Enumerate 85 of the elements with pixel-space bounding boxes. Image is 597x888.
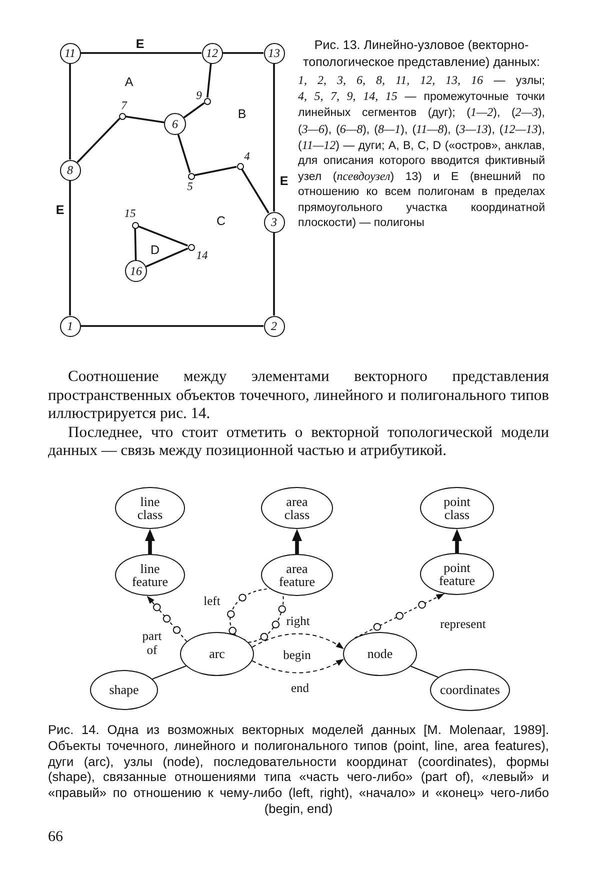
node-circle (60, 316, 80, 336)
dashed-arrow (252, 633, 344, 650)
node-circle (60, 160, 80, 180)
segment-line (134, 228, 137, 260)
segment-line (76, 118, 120, 164)
node-number: 2 (271, 320, 277, 332)
node-number: 1 (67, 320, 73, 332)
vertex-point (236, 162, 244, 170)
vertex-point (118, 112, 126, 120)
segment-line (194, 166, 237, 176)
node-label: area feature (278, 562, 316, 588)
polygon-label: B (238, 107, 246, 121)
body-paragraph: Последнее, что стоит отметить о векторной топологической модели данных — связь между позиционной частью и атрибутикой. (48, 424, 549, 460)
polygon-label: A (124, 75, 134, 89)
vertex-point (204, 98, 210, 104)
node-label: line feature (132, 562, 168, 588)
node-number: 3 (271, 216, 277, 228)
page-number: 66 (48, 828, 63, 846)
node-number: 16 (130, 265, 142, 277)
point-number: 4 (244, 151, 250, 163)
thick-arrow (292, 529, 302, 554)
segment-line (177, 134, 191, 173)
entity-ellipse (430, 669, 510, 711)
polygon-label: E (136, 37, 144, 51)
vertex-point (188, 244, 194, 250)
node-number: 13 (268, 47, 280, 59)
segment-line (273, 64, 275, 212)
edge-label: end (290, 681, 310, 695)
segment-line (206, 63, 212, 98)
segment-line (273, 232, 275, 316)
connector-line (152, 665, 186, 680)
thick-arrow (452, 529, 462, 553)
node-circle (164, 113, 186, 135)
node-circle (125, 260, 147, 282)
node-circle (264, 212, 284, 232)
node-number: 6 (172, 118, 178, 130)
segment-line (69, 180, 71, 316)
vertex-point (188, 172, 194, 180)
connector-line (410, 666, 438, 678)
figure-caption: Рис. 13. Линейно-узловое (векторно-топологическое представление) данных: (302, 37, 541, 70)
node-label: arc (209, 647, 225, 661)
node-label: area class (284, 494, 310, 522)
node-number: 11 (64, 47, 76, 59)
segment-line (125, 116, 164, 124)
segment-line (138, 225, 188, 247)
segment-line (241, 168, 270, 214)
vertex-point (132, 222, 138, 228)
segment-line (146, 248, 188, 268)
node-label: line class (137, 494, 163, 522)
edge-label: left (202, 594, 222, 608)
node-label: point class (444, 494, 470, 522)
caption-text: 1, 2, 3, 6, 8, 11, 12, 13, 16 — узлы; 4, 5, 7, 9, 14, 15 — промежуточные точки линейных сегментов (дуг); (1—2), (2—3), (3—6), (6—8), (8—1), (11—8), (3—13), (12—13), (11—12) — дуги; A, B, C, D («остров», анклав, для описания которого вводится фиктивный узел (псевдоузел) 13) и E (внешний по отношению ко всем полигонам в пределах прямоугольного участка координатной плоскости) — полигоны (298, 73, 545, 231)
segment-line (80, 325, 264, 327)
figure-caption: Рис. 14. Одна из возможных векторных моделей данных [M. Molenaar, 1989]. Объекты точечного, линейного и полигонального типов (point, line, area features), дуги (arc), узлы (node), последовательности координат (coordinates), формы (shape), связанные отношениями типа «часть чего-либо» (part of), «левый» и «правый» по отношению к чему-либо (left, right), «начало» и «конец» чего-либо (begin, end) (48, 722, 549, 817)
node-circle (264, 42, 284, 64)
point-number: 5 (187, 181, 193, 193)
point-number: 14 (196, 250, 208, 262)
point-number: 15 (124, 208, 136, 220)
entity-ellipse (180, 632, 254, 676)
node-number: 8 (67, 164, 73, 176)
polygon-label: E (56, 203, 64, 217)
node-label: shape (109, 683, 139, 697)
segment-line (222, 52, 264, 54)
node-label: node (367, 647, 393, 661)
body-paragraph: Соотношение между элементами векторного представления пространственных объектов точечного, линейного и полигонального типов иллюстрируется рис. 14. (48, 368, 549, 424)
node-label: point feature (438, 560, 476, 588)
segment-line (80, 52, 202, 54)
node-label: coordinates (440, 683, 500, 697)
node-number: 12 (206, 47, 218, 59)
edge-label: begin (282, 648, 312, 662)
point-number: 7 (121, 100, 127, 112)
segment-line (183, 102, 205, 118)
node-circle (264, 316, 284, 336)
node-circle (202, 42, 222, 64)
polygon-label: E (280, 174, 288, 188)
dashed-arrow (252, 658, 344, 674)
entity-ellipse (90, 670, 158, 710)
polygon-label: D (150, 243, 160, 257)
segment-line (69, 64, 71, 160)
entity-ellipse (343, 632, 417, 676)
node-circle (60, 42, 80, 64)
edge-label: right (285, 614, 311, 628)
point-number: 9 (196, 90, 202, 102)
thick-arrow (145, 529, 155, 554)
polygon-label: C (216, 214, 226, 228)
